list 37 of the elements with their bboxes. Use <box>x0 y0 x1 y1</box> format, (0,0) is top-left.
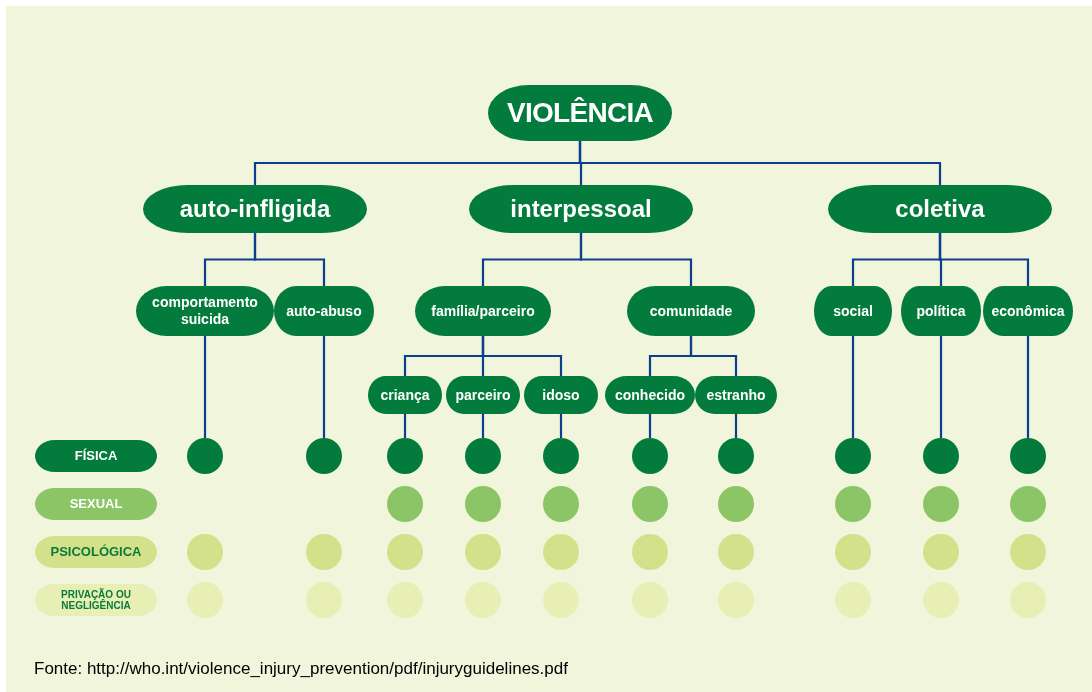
connector-line <box>851 336 855 438</box>
root-pill: VIOLÊNCIA <box>488 85 672 141</box>
relation-pill: criança <box>368 376 442 414</box>
subcategory-pill: comunidade <box>627 286 755 336</box>
subcategory-pill: comportamento suicida <box>136 286 274 336</box>
connector-line <box>938 233 1030 286</box>
category-pill: interpessoal <box>469 185 693 233</box>
category-pill: coletiva <box>828 185 1052 233</box>
connector-line <box>734 414 738 438</box>
subcategory-pill: auto-abuso <box>274 286 374 336</box>
row-label-pill: PSICOLÓGICA <box>35 536 157 568</box>
connector-line <box>481 414 485 438</box>
relation-pill: idoso <box>524 376 598 414</box>
subcategory-pill: família/parceiro <box>415 286 551 336</box>
subcategory-pill: econômica <box>983 286 1073 336</box>
row-label-pill: FÍSICA <box>35 440 157 472</box>
relation-pill: conhecido <box>605 376 695 414</box>
connector-line <box>939 336 943 438</box>
connector-line <box>579 233 693 286</box>
subcategory-pill: social <box>814 286 892 336</box>
relation-pill: estranho <box>695 376 777 414</box>
source-caption: Fonte: http://who.int/violence_injury_prevention/pdf/injuryguidelines.pdf <box>34 658 568 680</box>
connector-line <box>648 414 652 438</box>
connector-line <box>578 141 942 185</box>
subcategory-pill: política <box>901 286 981 336</box>
connector-line <box>203 336 207 438</box>
connector-line <box>403 414 407 438</box>
connector-line <box>322 336 326 438</box>
connector-line <box>1026 336 1030 438</box>
connector-line <box>559 414 563 438</box>
category-pill: auto-infligida <box>143 185 367 233</box>
connector-line <box>481 336 563 376</box>
row-label-pill: PRIVAÇÃO OU NEGLIGÊNCIA <box>35 584 157 616</box>
connector-line <box>253 233 326 286</box>
connector-line <box>689 336 738 376</box>
row-label-pill: SEXUAL <box>35 488 157 520</box>
relation-pill: parceiro <box>446 376 520 414</box>
